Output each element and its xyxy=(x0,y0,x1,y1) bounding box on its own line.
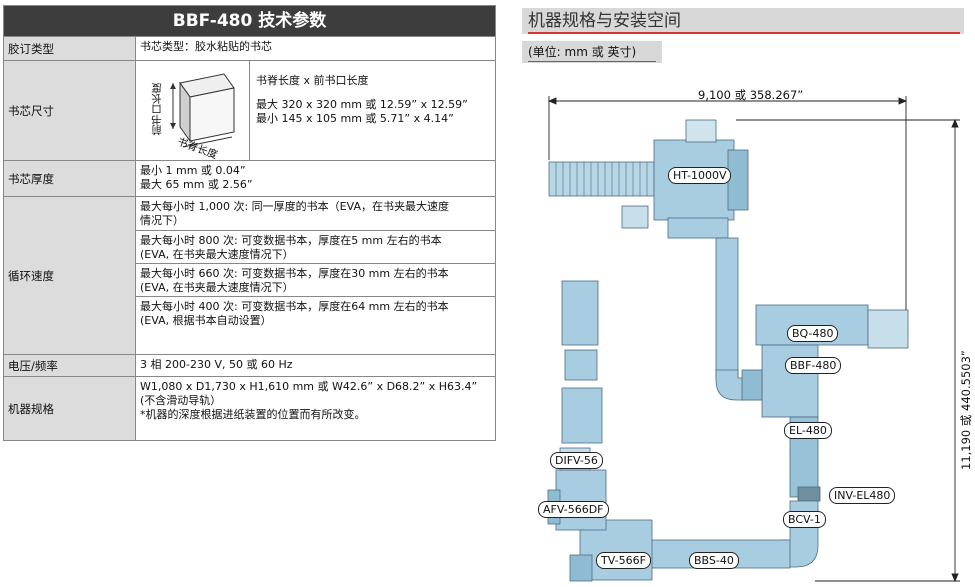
row-cycle-speed: 循环速度 最大每小时 1,000 次: 同一厚度的书本（EVA，在书夹最大速度 … xyxy=(4,196,495,354)
module-bq-480: BQ-480 xyxy=(787,325,839,342)
row-machine-size: 机器规格 W1,080 x D1,730 x H1,610 mm 或 W42.6… xyxy=(4,376,495,440)
height-dimension: 11,190 或 440.5503” xyxy=(959,350,973,470)
layout-section-title: 机器规格与安装空间 xyxy=(522,8,964,34)
spec-table: BBF-480 技术参数 胶订类型 书芯类型：胶水粘贴的书芯 书芯尺寸 xyxy=(3,5,496,441)
row-value: W1,080 x D1,730 x H1,610 mm 或 W42.6” x D… xyxy=(140,380,478,421)
title-underline xyxy=(528,32,960,34)
width-dimension: 9,100 或 358.267” xyxy=(698,88,804,102)
row-power: 电压/频率 3 相 200-230 V, 50 或 60 Hz xyxy=(4,354,495,376)
book-block-icon xyxy=(170,73,235,148)
book-size-diagram: 前书口长度 书脊长度 xyxy=(136,61,250,162)
module-afv-566df: AFV-566DF xyxy=(538,501,609,518)
module-el-480: EL-480 xyxy=(784,422,832,439)
unit-label: (单位: mm 或 英寸) xyxy=(522,41,662,63)
speed-item: 最大每小时 400 次: 可变数据书本，厚度在64 mm 左右的书本 (EVA,… xyxy=(136,296,495,329)
row-label: 循环速度 xyxy=(4,197,136,354)
row-label: 机器规格 xyxy=(4,377,136,440)
module-difv-56: DIFV-56 xyxy=(550,452,603,469)
module-bbs-40: BBS-40 xyxy=(689,552,739,569)
row-value: 书芯类型：胶水粘贴的书芯 xyxy=(140,40,272,53)
module-bcv-1: BCV-1 xyxy=(783,511,826,528)
row-label: 胶订类型 xyxy=(4,37,136,60)
row-value: 最小 1 mm 或 0.04” 最大 65 mm 或 2.56” xyxy=(140,164,253,191)
row-value: 3 相 200-230 V, 50 或 60 Hz xyxy=(140,358,293,371)
row-label: 书芯厚度 xyxy=(4,161,136,196)
speed-item: 最大每小时 1,000 次: 同一厚度的书本（EVA，在书夹最大速度 情况下） xyxy=(140,200,449,227)
module-inv-el480: INV-EL480 xyxy=(829,487,896,504)
book-size-text: 书脊长度 x 前书口长度 最大 320 x 320 mm 或 12.59” x … xyxy=(256,74,468,125)
row-label: 电压/频率 xyxy=(4,355,136,376)
module-bbf-480: BBF-480 xyxy=(785,357,842,374)
row-label: 书芯尺寸 xyxy=(4,61,136,160)
row-binding-type: 胶订类型 书芯类型：胶水粘贴的书芯 xyxy=(4,36,495,60)
speed-item: 最大每小时 660 次: 可变数据书本，厚度在30 mm 左右的书本 (EVA,… xyxy=(136,263,495,296)
module-ht-1000v: HT-1000V xyxy=(668,167,732,184)
module-tv-566f: TV-566F xyxy=(596,552,651,569)
row-book-size: 书芯尺寸 前书口长度 书脊长度 书脊 xyxy=(4,60,495,162)
spec-title: BBF-480 技术参数 xyxy=(4,6,495,36)
unit-underline xyxy=(528,61,656,62)
speed-item: 最大每小时 800 次: 可变数据书本，厚度在5 mm 左右的书本 (EVA, … xyxy=(136,230,495,263)
row-thickness: 书芯厚度 最小 1 mm 或 0.04” 最大 65 mm 或 2.56” xyxy=(4,160,495,196)
